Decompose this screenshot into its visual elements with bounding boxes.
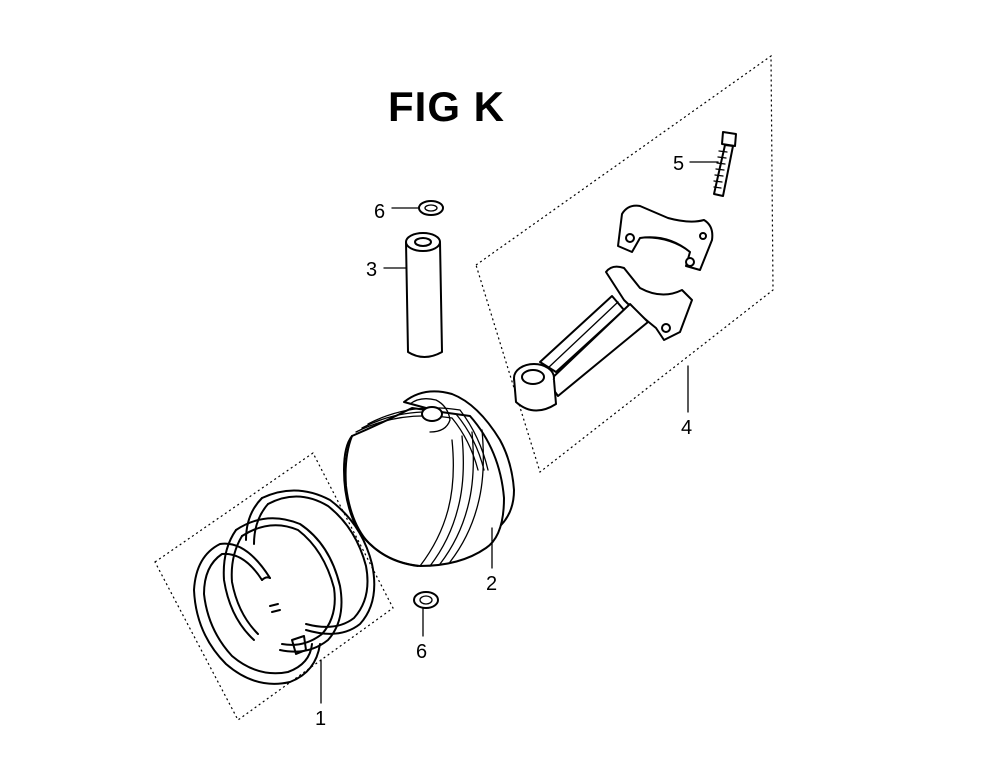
callout-3: 3 bbox=[366, 259, 377, 281]
callout-4: 4 bbox=[681, 417, 692, 439]
callout-2: 2 bbox=[486, 573, 497, 595]
piston-pin-part bbox=[405, 232, 443, 358]
pin-clip-top-part bbox=[418, 200, 444, 216]
connecting-rod-group-box bbox=[475, 54, 774, 474]
rod-bolt-part bbox=[713, 131, 737, 197]
callout-6-top: 6 bbox=[374, 201, 385, 223]
callout-1: 1 bbox=[315, 708, 326, 730]
pin-clip-bottom-part bbox=[413, 591, 439, 609]
ring-set-group-box bbox=[154, 452, 394, 721]
piston-part bbox=[343, 390, 515, 567]
connecting-rod-part bbox=[513, 204, 714, 412]
figure-title: FIG K bbox=[388, 83, 505, 130]
callout-5: 5 bbox=[673, 153, 684, 175]
piston-ring-set-part bbox=[193, 489, 376, 685]
callout-6-bottom: 6 bbox=[416, 641, 427, 663]
